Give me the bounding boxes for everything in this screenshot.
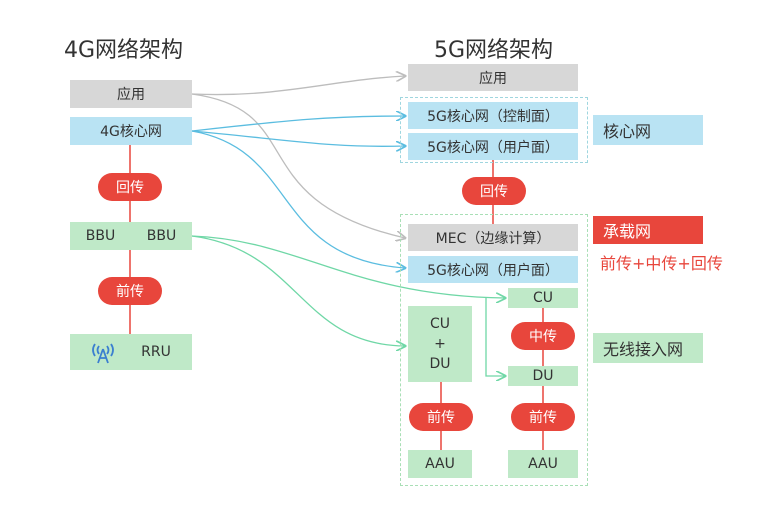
fronthaul-pill-4g: 前传 <box>98 277 162 305</box>
midhaul-pill: 中传 <box>511 322 575 350</box>
access-dashed-group <box>400 214 588 486</box>
mec-box: MEC（边缘计算） <box>408 224 578 251</box>
legend-bearer-network: 承载网 <box>593 216 703 244</box>
antenna-icon <box>90 340 116 368</box>
cu-box: CU <box>508 288 578 308</box>
aau-box-right: AAU <box>508 450 578 478</box>
bbu-box: BBU BBU <box>70 222 192 250</box>
legend-radio-access: 无线接入网 <box>593 333 703 363</box>
aau-box-left: AAU <box>408 450 472 478</box>
legend-bearer-detail: 前传+中传+回传 <box>600 254 723 273</box>
backhaul-pill-4g: 回传 <box>98 173 162 201</box>
cu-du-plus: + <box>434 336 446 352</box>
title-4g: 4G网络架构 <box>64 38 184 63</box>
app-4g: 应用 <box>70 80 192 108</box>
backhaul-pill-5g: 回传 <box>462 177 526 205</box>
rru-label: RRU <box>141 344 171 360</box>
fronthaul-pill-5g-left: 前传 <box>409 403 473 431</box>
bbu-label-2: BBU <box>146 228 177 244</box>
cu-du-bottom: DU <box>429 356 451 372</box>
bbu-label-1: BBU <box>85 228 116 244</box>
cu-du-top: CU <box>429 316 451 332</box>
core-4g: 4G核心网 <box>70 117 192 145</box>
core-network-dashed-group <box>400 97 588 163</box>
legend-core-network: 核心网 <box>593 115 703 145</box>
cu-du-box: CU + DU <box>408 306 472 382</box>
app-5g: 应用 <box>408 64 578 91</box>
rru-box: RRU <box>70 334 192 370</box>
core-5g-control: 5G核心网（控制面） <box>408 102 578 129</box>
du-box: DU <box>508 366 578 386</box>
core-5g-user: 5G核心网（用户面） <box>408 133 578 160</box>
title-5g: 5G网络架构 <box>434 38 554 63</box>
fronthaul-pill-5g-right: 前传 <box>511 403 575 431</box>
core-5g-user-edge: 5G核心网（用户面） <box>408 256 578 283</box>
